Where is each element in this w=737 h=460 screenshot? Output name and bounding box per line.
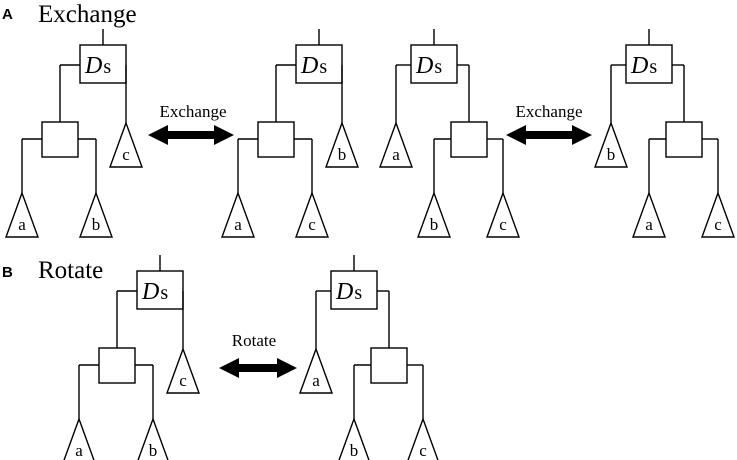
leaf-label: b (149, 441, 158, 460)
tree-a2: Ds b a c (221, 29, 359, 238)
leaf-triangle (407, 416, 439, 460)
leaf-label: c (499, 215, 507, 234)
internal-node-box (41, 121, 79, 158)
leaf-b: b (79, 190, 113, 238)
leaf-triangle (325, 120, 359, 168)
leaf-label: b (338, 145, 347, 164)
leaf-triangle (221, 190, 255, 238)
internal-node-box (98, 347, 136, 384)
leaf-triangle (379, 120, 413, 168)
root-label: Ds (335, 279, 362, 305)
leaf-label: a (18, 215, 26, 234)
tree-b1: Ds c a b (63, 255, 200, 460)
leaf-label: c (122, 145, 130, 164)
root-label: Ds (300, 53, 327, 79)
root-node-box (330, 270, 378, 310)
root-label: Ds (141, 279, 168, 305)
leaf-triangle (63, 416, 95, 460)
tree-a1: Ds c a b (5, 29, 143, 238)
double-arrow-rotate (219, 358, 297, 378)
panel-a-title: Exchange (38, 1, 137, 28)
leaf-label: b (607, 145, 616, 164)
leaf-b: b (137, 416, 169, 460)
leaf-triangle (295, 190, 329, 238)
leaf-label: a (392, 145, 400, 164)
tree-a3: Ds a b c (379, 29, 520, 238)
root-node: Ds (136, 255, 184, 310)
root-label: Ds (415, 53, 442, 79)
leaf-label: a (312, 371, 320, 390)
leaf-triangle (338, 416, 370, 460)
leaf-triangle (5, 190, 39, 238)
leaf-c: c (701, 190, 735, 238)
leaf-label: b (92, 215, 101, 234)
leaf-b: b (594, 120, 628, 168)
root-label: Ds (84, 53, 111, 79)
leaf-a: a (299, 346, 333, 394)
leaf-triangle (632, 190, 666, 238)
leaf-label: c (179, 371, 187, 390)
double-arrow-exchange-2 (506, 125, 592, 145)
root-node-box (79, 44, 127, 84)
root-node: Ds (330, 255, 378, 310)
root-node: Ds (410, 29, 458, 84)
leaf-c: c (486, 190, 520, 238)
panel-b-title: Rotate (38, 257, 103, 284)
leaf-label: a (234, 215, 242, 234)
root-node-box (625, 44, 673, 84)
root-node-box (136, 270, 184, 310)
leaf-label: a (75, 441, 83, 460)
leaf-triangle (486, 190, 520, 238)
leaf-triangle (137, 416, 169, 460)
double-arrow-exchange-1 (148, 125, 234, 145)
leaf-label: c (308, 215, 316, 234)
leaf-label: c (714, 215, 722, 234)
leaf-label: a (645, 215, 653, 234)
leaf-c: c (407, 416, 439, 460)
root-node-box (295, 44, 343, 84)
leaf-c: c (166, 346, 200, 394)
leaf-triangle (109, 120, 143, 168)
leaf-triangle (79, 190, 113, 238)
leaf-a: a (221, 190, 255, 238)
leaf-a: a (5, 190, 39, 238)
leaf-a: a (63, 416, 95, 460)
leaf-triangle (299, 346, 333, 394)
rotate-label: Rotate (232, 331, 276, 350)
leaf-a: a (379, 120, 413, 168)
leaf-triangle (417, 190, 451, 238)
exchange-label-1: Exchange (159, 102, 226, 121)
root-node: Ds (625, 29, 673, 84)
tree-b2: Ds a b c (299, 255, 439, 460)
leaf-c: c (109, 120, 143, 168)
leaf-b: b (338, 416, 370, 460)
leaf-label: b (430, 215, 439, 234)
panel-b-letter: B (2, 264, 13, 281)
leaf-triangle (701, 190, 735, 238)
internal-node-box (370, 347, 408, 384)
leaf-label: b (350, 441, 359, 460)
exchange-label-2: Exchange (515, 102, 582, 121)
leaf-triangle (166, 346, 200, 394)
internal-node-box (665, 121, 703, 158)
root-label: Ds (630, 53, 657, 79)
tree-a4: Ds b a c (594, 29, 735, 238)
root-node-box (410, 44, 458, 84)
leaf-b: b (417, 190, 451, 238)
root-node: Ds (79, 29, 127, 84)
leaf-a: a (632, 190, 666, 238)
panel-a-letter: A (2, 6, 13, 23)
internal-node-box (450, 121, 488, 158)
internal-node-box (257, 121, 295, 158)
leaf-triangle (594, 120, 628, 168)
leaf-c: c (295, 190, 329, 238)
root-node: Ds (295, 29, 343, 84)
leaf-b: b (325, 120, 359, 168)
leaf-label: c (419, 441, 427, 460)
